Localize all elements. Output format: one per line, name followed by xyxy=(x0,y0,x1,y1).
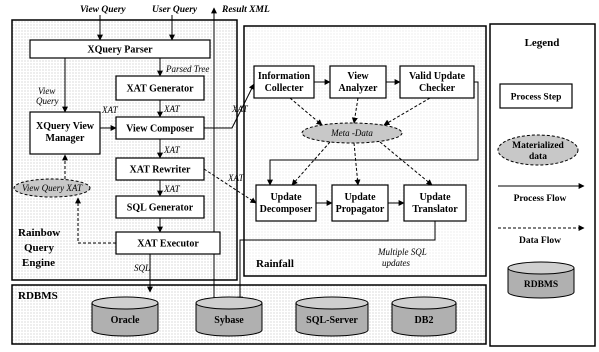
view-query-top-label: View Query xyxy=(80,5,126,15)
update-decomposer-label-2: Decomposer xyxy=(260,204,313,215)
database-sql-server: SQL-Server xyxy=(295,296,369,337)
parsed-tree-label: Parsed Tree xyxy=(165,64,209,74)
xat-executor-label: XAT Executor xyxy=(137,239,199,250)
view-composer-label: View Composer xyxy=(126,124,194,135)
xquery-parser-box xyxy=(29,39,211,59)
view-query-xat-label: View Query XAT xyxy=(22,183,83,193)
valid-update-checker-label-2: Checker xyxy=(419,83,456,94)
legend-materialized-label-1: Materialized xyxy=(512,141,564,151)
view-analyzer-label-1: View xyxy=(347,71,369,82)
view-analyzer-label-2: Analyzer xyxy=(339,83,378,94)
database-oracle: Oracle xyxy=(91,296,159,337)
information-collecter-label-2: Collecter xyxy=(265,83,304,94)
xat-rewriter-label: XAT Rewriter xyxy=(130,165,192,176)
engine-title-3: Engine xyxy=(22,257,55,269)
legend-panel xyxy=(489,23,596,347)
legend-materialized-label-2: data xyxy=(529,152,547,162)
view-query-side-label-2: Query xyxy=(36,96,59,106)
xquery-view-manager-label-2: Manager xyxy=(46,133,85,144)
multiple-sql-label-1: Multiple SQL xyxy=(377,247,427,257)
rainfall-title: Rainfall xyxy=(256,258,294,270)
xquery-view-manager-box xyxy=(29,111,101,155)
xat-label-rainfall-2: XAT xyxy=(227,173,245,183)
update-propagator-box xyxy=(331,184,389,222)
update-translator-label-1: Update xyxy=(419,192,451,203)
legend-materialized-ellipse xyxy=(497,134,579,166)
update-translator-box xyxy=(403,184,467,222)
result-xml-top-label: Result XML xyxy=(221,5,270,15)
engine-title-2: Query xyxy=(24,242,54,254)
information-collecter-box xyxy=(253,65,315,99)
user-query-top-label: User Query xyxy=(152,5,198,15)
legend-data-flow-label: Data Flow xyxy=(519,236,561,246)
xat-label-4: XAT xyxy=(163,184,181,194)
information-collecter-label-1: Information xyxy=(258,71,311,82)
legend-rdbms-cylinder: RDBMS xyxy=(507,261,575,299)
xat-generator-label: XAT Generator xyxy=(126,84,194,95)
update-decomposer-label-1: Update xyxy=(270,192,302,203)
database-label: SQL-Server xyxy=(306,315,358,326)
legend-process-step-label: Process Step xyxy=(511,93,562,103)
update-translator-label-2: Translator xyxy=(412,204,458,215)
rdbms-title: RDBMS xyxy=(18,290,58,302)
legend-process-step-box xyxy=(499,83,573,109)
legend-title: Legend xyxy=(525,37,560,49)
database-label: DB2 xyxy=(415,315,434,326)
meta-data-label: Meta -Data xyxy=(330,128,373,138)
database-label: Oracle xyxy=(111,315,140,326)
legend-process-flow-label: Process Flow xyxy=(514,194,567,204)
legend-rdbms-label: RDBMS xyxy=(524,280,558,290)
sql-label: SQL xyxy=(134,263,150,273)
multiple-sql-label-2: updates xyxy=(382,258,410,268)
engine-title-1: Rainbow xyxy=(18,227,60,239)
update-decomposer-box xyxy=(255,184,317,222)
rainfall-panel xyxy=(243,25,487,277)
xquery-parser-label: XQuery Parser xyxy=(87,45,153,56)
xat-label-1: XAT xyxy=(101,105,119,115)
xquery-view-manager-label-1: XQuery View xyxy=(36,121,95,132)
sql-generator-label: SQL Generator xyxy=(127,203,194,214)
view-query-side-label-1: View xyxy=(38,86,55,96)
view-query-xat-ellipse xyxy=(13,178,91,198)
update-propagator-label-2: Propagator xyxy=(336,204,385,215)
valid-update-checker-label-1: Valid Update xyxy=(409,71,466,82)
database-sybase: Sybase xyxy=(195,296,263,337)
update-propagator-label-1: Update xyxy=(344,192,376,203)
xat-label-2: XAT xyxy=(163,104,181,114)
xat-label-rainfall-1: XAT xyxy=(231,104,249,114)
database-label: Sybase xyxy=(214,315,244,326)
xat-label-3: XAT xyxy=(163,145,181,155)
database-db2: DB2 xyxy=(391,296,457,337)
